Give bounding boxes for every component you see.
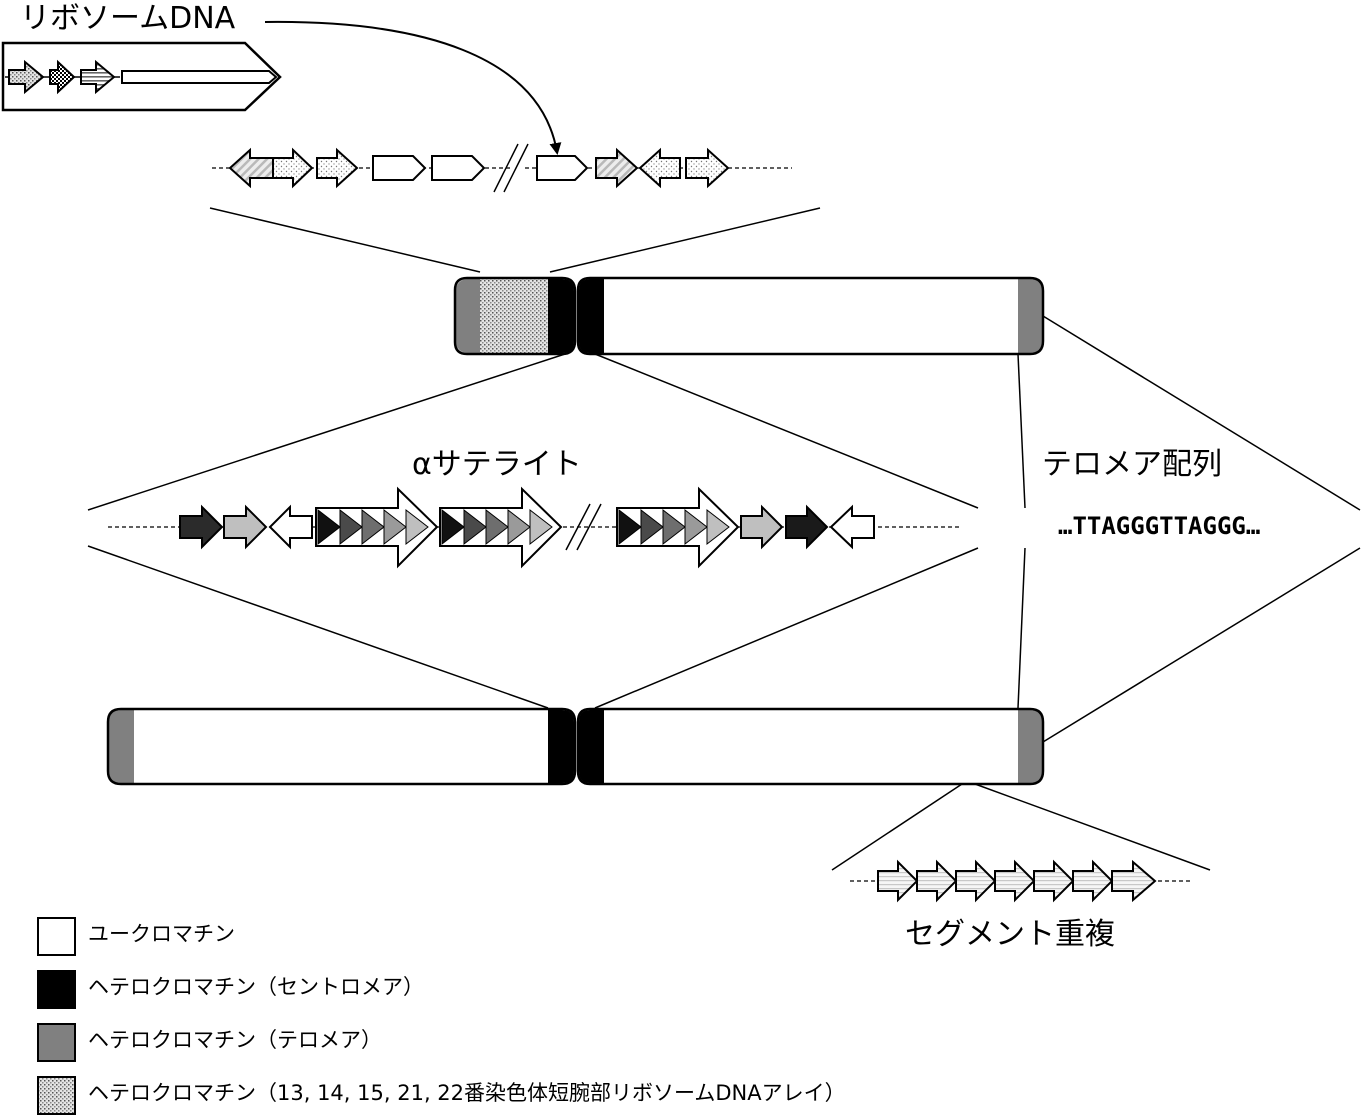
array-block-3 xyxy=(536,155,589,181)
long-arm xyxy=(578,278,1043,354)
telomere-cap-upper-right xyxy=(1018,279,1042,353)
centromere-lower-right xyxy=(579,710,604,783)
centromere-lower-left xyxy=(548,710,574,783)
rdna-arrow-2 xyxy=(49,59,76,95)
rdna-arrow-4 xyxy=(121,70,278,84)
array-arrow-left-2 xyxy=(638,147,681,189)
segmental-duplication-row xyxy=(850,859,1190,903)
right-arm xyxy=(578,709,1043,784)
legend-swatch-rdna xyxy=(37,1076,76,1115)
telomere-cap-lower-left xyxy=(109,710,134,783)
acrocentric-chromosome xyxy=(453,276,1045,356)
rdna-array-region xyxy=(480,279,548,353)
metacentric-chromosome xyxy=(106,707,1045,786)
legend-label-centromere: ヘテロクロマチン（セントロメア） xyxy=(88,975,424,999)
legend-swatch-telomere xyxy=(37,1023,76,1062)
alpha-satellite-row xyxy=(108,486,960,569)
telomere-cap-lower-right xyxy=(1018,710,1042,783)
array-arrow-left-1 xyxy=(228,147,274,189)
seg-arrow-6 xyxy=(1072,859,1114,903)
array-block-2 xyxy=(431,155,486,181)
seg-arrow-2 xyxy=(916,859,958,903)
array-arrow-right-2 xyxy=(316,147,359,189)
legend: ユークロマチン ヘテロクロマチン（セントロメア） ヘテロクロマチン（テロメア） … xyxy=(37,917,846,1115)
alpha-satellite-label: αサテライト xyxy=(412,447,582,482)
telomere-seq-title: テロメア配列 xyxy=(1042,447,1222,482)
seg-arrow-7 xyxy=(1111,859,1157,903)
alpha-arrow-2 xyxy=(223,504,268,550)
seg-arrow-3 xyxy=(955,859,997,903)
legend-swatch-centromere xyxy=(37,970,76,1009)
legend-label-telomere: ヘテロクロマチン（テロメア） xyxy=(88,1028,382,1052)
seg-arrow-4 xyxy=(994,859,1036,903)
legend-label-euchromatin: ユークロマチン xyxy=(88,922,235,946)
array-arrow-right-1 xyxy=(272,147,314,189)
rdna-label: リボソームDNA xyxy=(20,1,236,36)
array-block-1 xyxy=(372,155,427,181)
telomere-seq: …TTAGGGTTAGGG… xyxy=(1058,512,1260,540)
rdna-arrow-3 xyxy=(80,59,116,95)
seg-arrow-5 xyxy=(1033,859,1075,903)
centromere-upper-left xyxy=(548,279,574,353)
rdna-pointer-arrow xyxy=(264,20,562,155)
alpha-arrow-1 xyxy=(179,504,224,550)
array-arrow-right-3 xyxy=(595,147,639,189)
rdna-array-row xyxy=(212,143,792,193)
array-arrow-right-4 xyxy=(685,147,730,189)
segmental-dup-label: セグメント重複 xyxy=(905,917,1115,952)
alpha-arrow-3 xyxy=(268,504,313,550)
seg-arrow-1 xyxy=(877,859,919,903)
rdna-unit: リボソームDNA xyxy=(1,1,282,112)
left-arm xyxy=(108,709,575,784)
legend-label-rdna: ヘテロクロマチン（13, 14, 15, 21, 22番染色体短腕部リボソームD… xyxy=(88,1081,846,1105)
rdna-arrow-1 xyxy=(8,59,45,95)
legend-swatch-euchromatin xyxy=(37,917,76,956)
alpha-arrow-4 xyxy=(740,504,784,550)
alpha-arrow-6 xyxy=(829,504,875,550)
alpha-arrow-5 xyxy=(785,504,829,550)
centromere-upper-right xyxy=(579,279,604,353)
